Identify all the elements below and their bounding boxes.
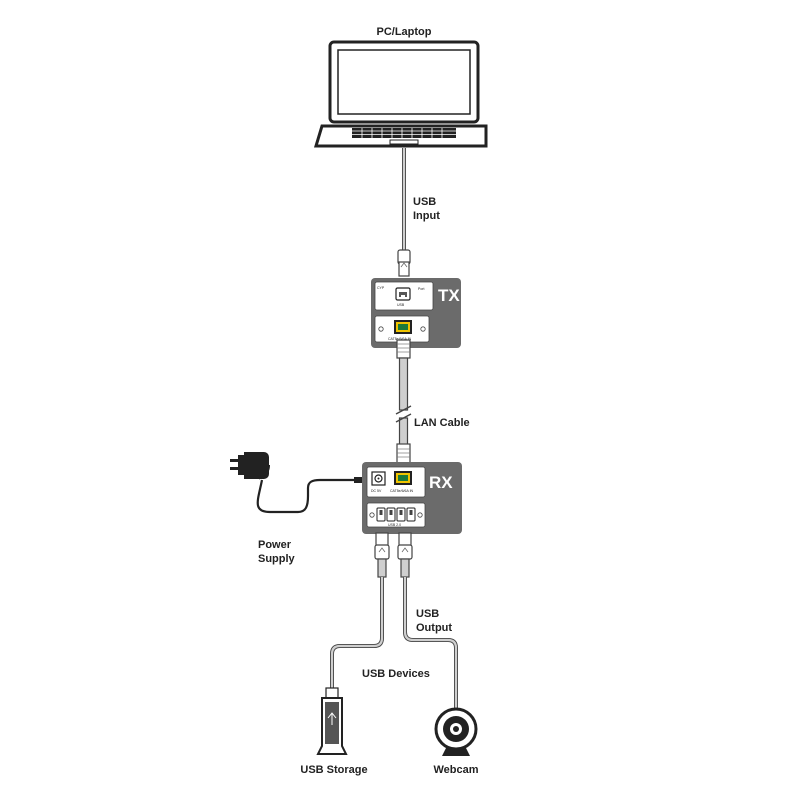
tx-brand: CYP <box>377 286 385 290</box>
usb-input-label-line2: Input <box>413 210 440 222</box>
power-supply-label-line1: Power <box>258 539 292 551</box>
tx-top-label: USB <box>397 303 405 307</box>
power-adapter-icon <box>230 452 270 480</box>
usb-storage-label: USB Storage <box>300 764 368 776</box>
lan-cable-label: LAN Cable <box>414 417 470 429</box>
rx-dc-label: DC 5V <box>371 489 382 493</box>
tx-title: TX <box>438 286 460 305</box>
webcam-icon <box>434 707 478 756</box>
power-supply-label: Power Supply <box>258 538 295 566</box>
usb-input-label: USB Input <box>413 195 440 223</box>
usb-input-label-line1: USB <box>413 196 437 208</box>
dc-plug-icon <box>354 477 364 483</box>
usb-input-cable <box>397 148 411 277</box>
rx-unit: DC 5V CAT5e/6/6A IN RX USB 2.0 <box>362 462 462 534</box>
tx-top-right-label: Port <box>418 287 424 291</box>
webcam-label: Webcam <box>433 764 479 776</box>
pc-label: PC/Laptop <box>376 26 432 38</box>
usb-output-label-line2: Output <box>416 622 453 634</box>
lan-cable <box>395 339 412 465</box>
usb-devices-label: USB Devices <box>362 668 430 680</box>
laptop-icon <box>313 40 488 148</box>
usb-storage-icon <box>316 687 348 755</box>
usb-output-label-line1: USB <box>416 608 440 620</box>
tx-bottom-label: CAT5e/6/6A IN <box>388 337 412 341</box>
usb-output-label: USB Output <box>416 607 452 635</box>
rx-title: RX <box>429 473 453 492</box>
rx-usb-label: USB 2.0 <box>388 523 401 527</box>
power-cord <box>256 478 356 514</box>
power-supply-label-line2: Supply <box>258 553 295 565</box>
tx-unit: CYP Port USB TX CAT5e/6/6A IN <box>371 278 461 348</box>
usb-output-cables <box>330 532 458 710</box>
rx-lan-label: CAT5e/6/6A IN <box>390 489 414 493</box>
